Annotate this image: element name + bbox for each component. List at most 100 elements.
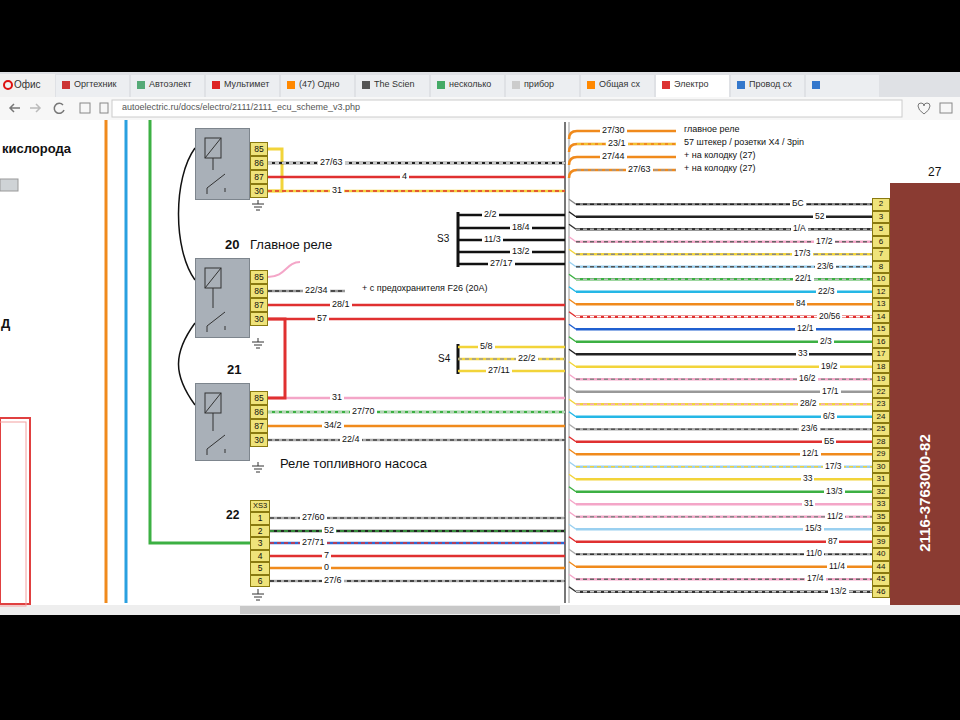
pin-number: 6 <box>250 575 270 588</box>
pin-number: 23 <box>872 398 890 411</box>
pin-number: 39 <box>872 536 890 549</box>
pin-number: 30 <box>250 312 268 326</box>
wire-label: 7 <box>322 550 331 561</box>
wire-label: 23/6 <box>815 261 836 272</box>
wire <box>569 224 576 229</box>
wire <box>125 120 128 603</box>
wire-label: 27/60 <box>300 512 327 523</box>
wire-stripe <box>576 204 872 206</box>
relay-symbol <box>195 383 250 461</box>
wire-label: 18/4 <box>510 222 532 233</box>
part-number: 2116-3763000-82 <box>916 403 934 583</box>
callout-number: 21 <box>227 362 241 378</box>
pin-number: 16 <box>872 336 890 349</box>
wire <box>268 190 565 193</box>
pin-number: 33 <box>872 498 890 511</box>
wire-label: 11/3 <box>482 234 503 245</box>
wire-stripe <box>576 429 872 431</box>
wire <box>569 512 576 517</box>
pin-number: 8 <box>872 261 890 274</box>
pin-number: 17 <box>872 348 890 361</box>
pin-number: 4 <box>250 550 270 563</box>
wire <box>569 424 576 429</box>
browser-logo <box>4 81 12 89</box>
wire <box>458 214 565 217</box>
wire-stripe <box>270 530 565 532</box>
wire-stripe <box>576 554 872 556</box>
wire-label: 23/1 <box>606 138 628 149</box>
wire-label: 27/44 <box>600 151 627 162</box>
pin-number: 22 <box>872 386 890 399</box>
wire <box>270 580 565 583</box>
tab-title: Провод сх <box>749 79 792 90</box>
tab-icon <box>737 81 745 89</box>
wire-label: 15/3 <box>803 523 824 534</box>
wire-label: 27/11 <box>486 365 512 376</box>
note: главное реле <box>684 124 740 135</box>
wire-label: 17/4 <box>805 573 826 584</box>
note: + на колодку (27) <box>684 150 756 161</box>
wire <box>268 176 565 179</box>
wire <box>569 262 576 267</box>
tab-title: Автоэлект <box>149 79 191 90</box>
wire-label: 17/3 <box>823 461 844 472</box>
back-icon <box>10 104 20 112</box>
wire <box>268 411 565 414</box>
wire-stripe <box>268 411 565 413</box>
tab-title: несколько <box>449 79 491 90</box>
ground-symbol <box>252 200 264 210</box>
pin-number: 86 <box>250 156 268 170</box>
wire-stripe <box>268 162 565 164</box>
wire-label: 27/71 <box>300 537 327 548</box>
wire-label: 31 <box>330 392 344 403</box>
tab <box>731 75 804 97</box>
wire-label: 11/0 <box>804 548 824 559</box>
pin-number: 29 <box>872 448 890 461</box>
tab-icon <box>512 81 520 89</box>
sensor-symbol <box>0 179 18 191</box>
tab-icon <box>287 81 295 89</box>
ground-symbol <box>252 338 264 348</box>
tab <box>206 75 279 97</box>
address-text: autoelectric.ru/docs/electro/2111/2111_e… <box>122 102 360 113</box>
wire-label: 27/63 <box>626 164 653 175</box>
pin-number: 5 <box>872 223 890 236</box>
wire-label: Б5 <box>822 436 836 447</box>
wire <box>569 324 576 329</box>
pin-number: 30 <box>872 461 890 474</box>
tab-title: The Scien <box>374 79 415 90</box>
wire <box>569 412 576 417</box>
wire <box>569 312 576 317</box>
wire <box>569 449 576 454</box>
wire-connector <box>268 319 285 398</box>
pin-number: 28 <box>872 436 890 449</box>
wire-stripe <box>576 404 872 406</box>
relay-title: Реле топливного насоса <box>280 456 427 472</box>
tab <box>131 75 204 97</box>
content-area <box>0 120 960 605</box>
wire <box>569 399 576 404</box>
wire <box>268 439 565 442</box>
note: S4 <box>438 353 450 365</box>
tab-icon <box>212 81 220 89</box>
pin-number: 24 <box>872 411 890 424</box>
wire-label: 1/A <box>791 223 808 234</box>
wire <box>569 587 576 592</box>
wire <box>569 562 576 567</box>
pin-number: 87 <box>250 419 268 433</box>
heart-icon <box>918 103 930 114</box>
pin-number: 25 <box>872 423 890 436</box>
wire <box>268 318 565 321</box>
wire-label: 13/3 <box>824 486 845 497</box>
wire-label: 4 <box>400 171 409 182</box>
wire <box>270 555 565 558</box>
wire <box>569 374 576 379</box>
download-icon <box>940 103 952 113</box>
wire-label: 28/2 <box>798 398 819 409</box>
relay-title: Главное реле <box>250 237 332 253</box>
tab <box>506 75 579 97</box>
ground-symbol <box>252 589 264 600</box>
tab-title: Электро <box>674 79 709 90</box>
wire <box>569 387 576 392</box>
pin-number: 86 <box>250 405 268 419</box>
